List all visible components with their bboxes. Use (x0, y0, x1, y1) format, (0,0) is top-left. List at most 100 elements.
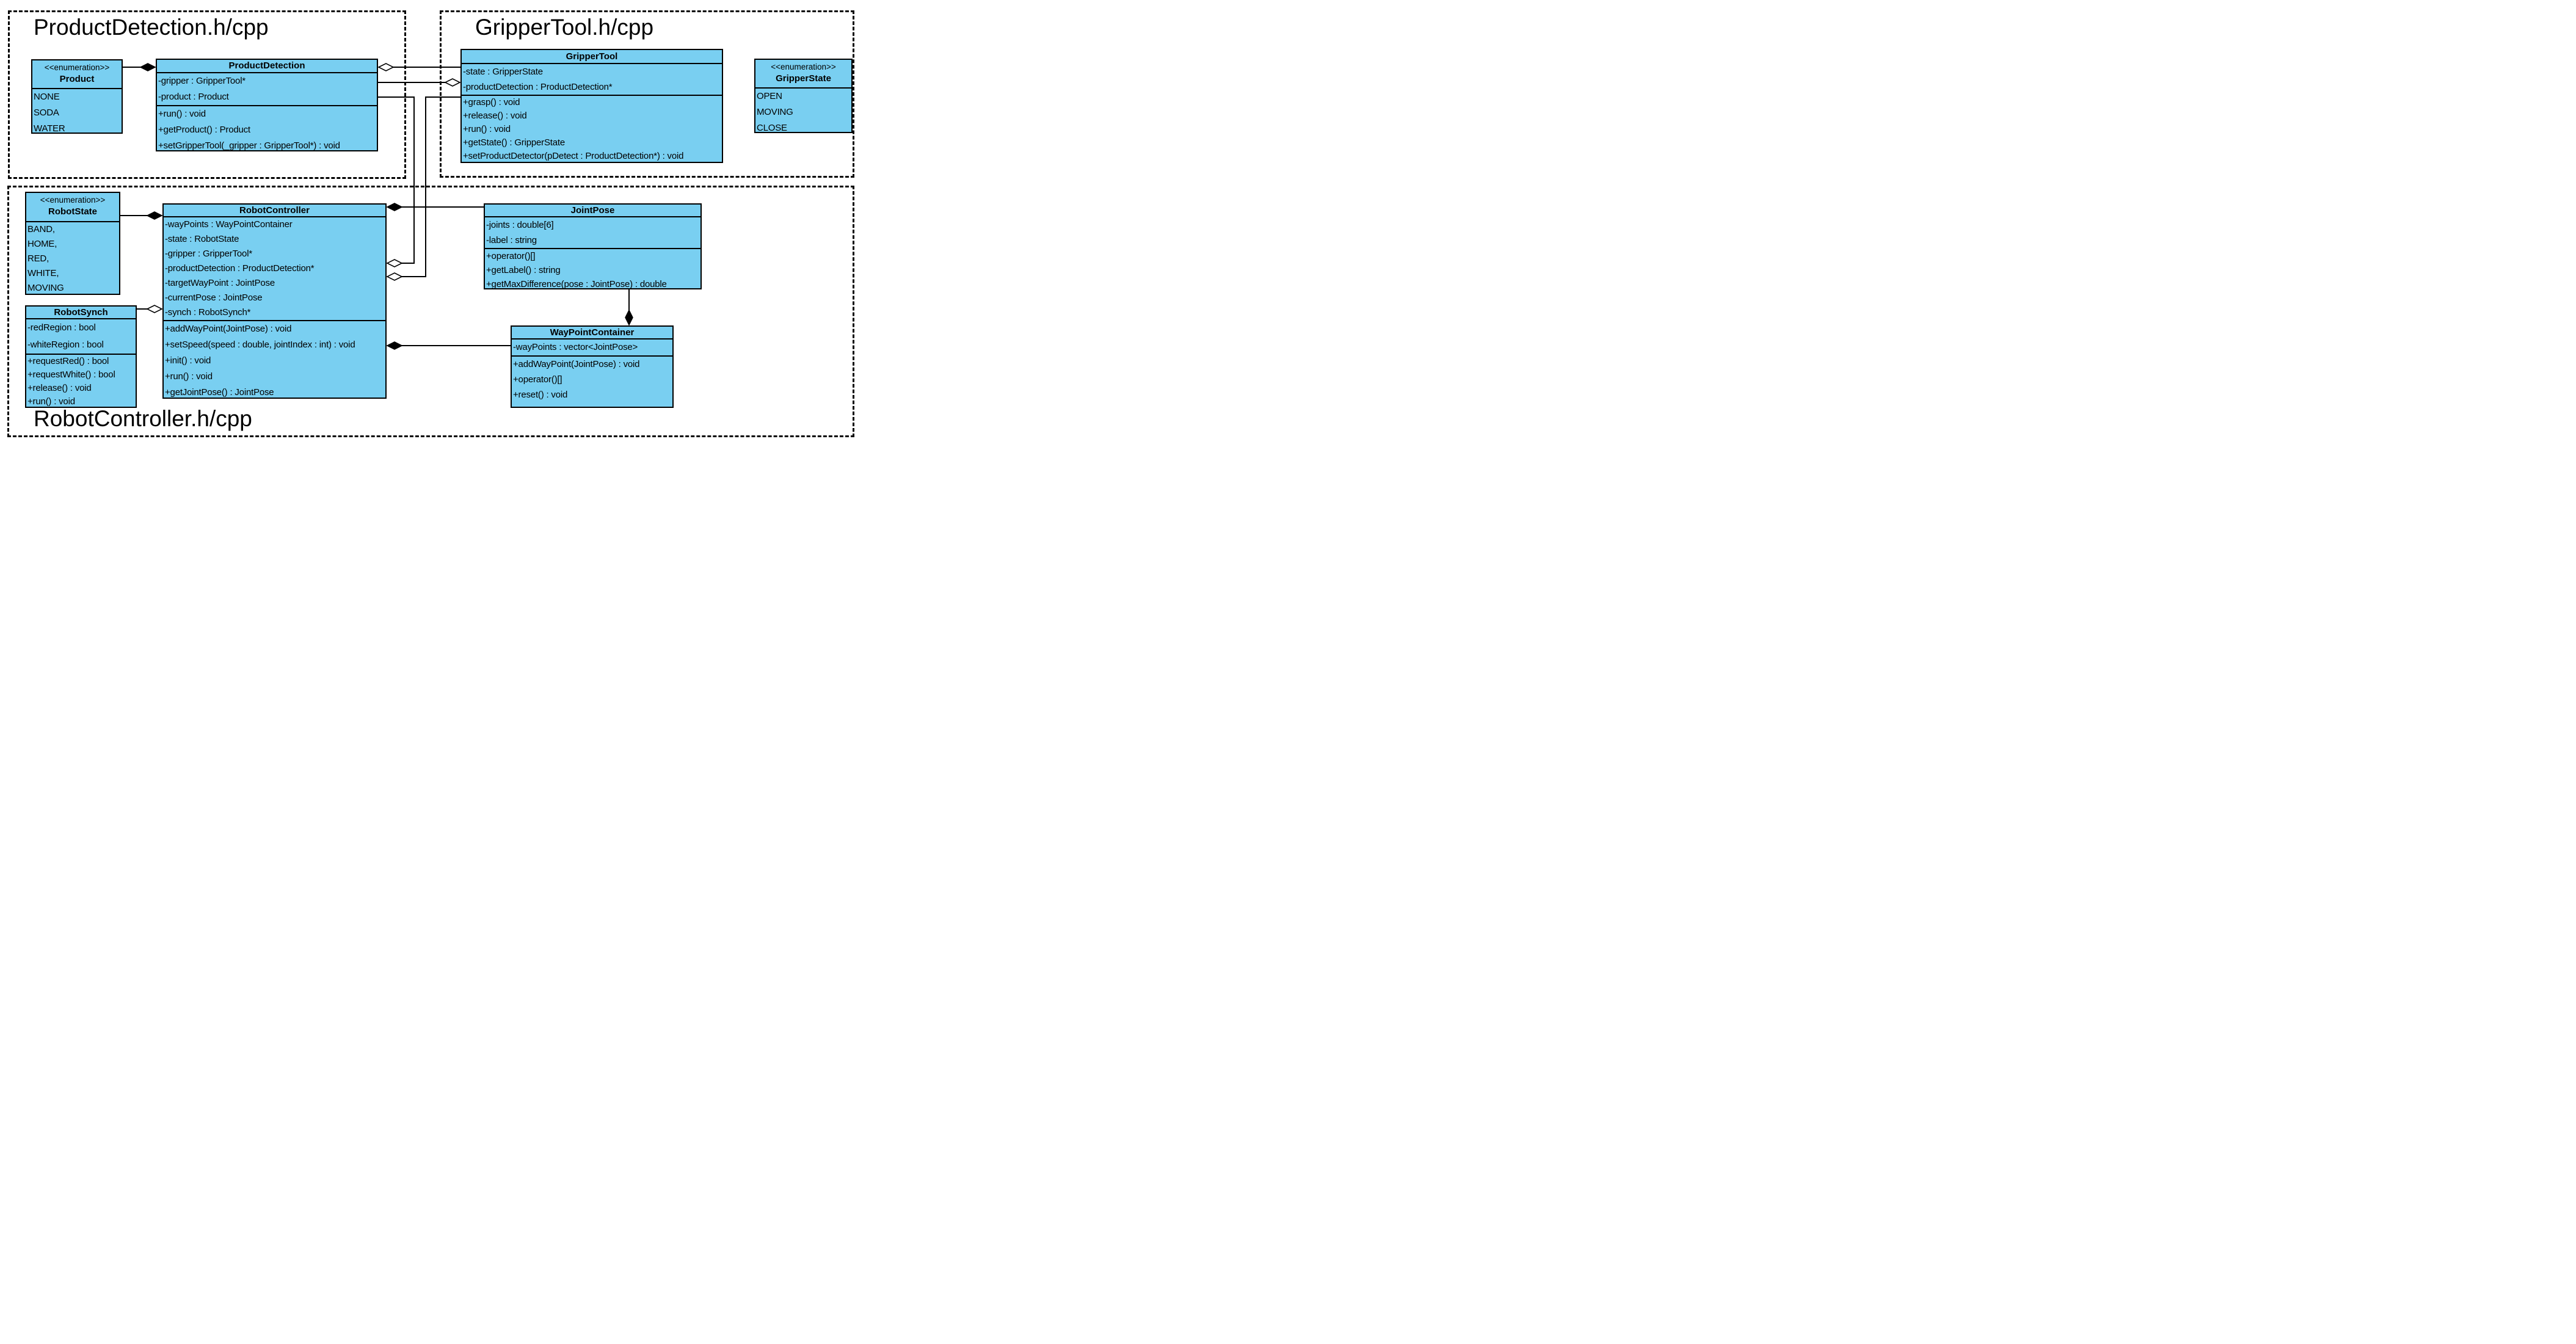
method-row: +getMaxDifference(pose : JointPose) : do… (486, 279, 667, 289)
enum-values: BAND, HOME, RED, WHITE, MOVING (26, 222, 119, 296)
methods-section: +run() : void +getProduct() : Product +s… (157, 106, 377, 154)
enum-value: MOVING (27, 283, 64, 293)
association-line (628, 288, 630, 313)
class-box-waypoint-container: WayPointContainer -wayPoints : vector<Jo… (511, 325, 674, 408)
class-box-product: <<enumeration>> Product NONE SODA WATER (31, 59, 123, 134)
class-name: WayPointContainer (512, 327, 672, 340)
association-line (425, 96, 460, 98)
class-header: <<enumeration>> GripperState (755, 60, 851, 89)
association-line (401, 206, 484, 208)
class-name: RobotSynch (26, 307, 136, 319)
attribute-row: -targetWayPoint : JointPose (165, 278, 275, 288)
enum-value: NONE (34, 92, 60, 102)
attribute-row: -gripper : GripperTool* (165, 249, 252, 259)
stereotype-label: <<enumeration>> (44, 63, 110, 72)
class-box-robot-state: <<enumeration>> RobotState BAND, HOME, R… (25, 192, 120, 295)
attribute-row: -whiteRegion : bool (27, 340, 104, 350)
attribute-row: -product : Product (158, 92, 229, 102)
methods-section: +addWayPoint(JointPose) : void +operator… (512, 357, 672, 402)
class-name: GripperState (776, 73, 831, 84)
class-header: <<enumeration>> Product (32, 60, 122, 89)
method-row: +grasp() : void (463, 97, 520, 107)
attribute-row: -state : RobotState (165, 234, 239, 244)
package-robot-controller (7, 186, 854, 437)
method-row: +run() : void (27, 396, 75, 407)
stereotype-label: <<enumeration>> (40, 195, 106, 205)
attribute-row: -redRegion : bool (27, 322, 96, 333)
enum-value: OPEN (757, 91, 782, 101)
uml-class-diagram: ProductDetection.h/cpp GripperTool.h/cpp… (0, 0, 859, 448)
attribute-row: -productDetection : ProductDetection* (463, 82, 613, 92)
association-line (123, 67, 142, 68)
class-box-gripper-tool: GripperTool -state : GripperState -produ… (460, 49, 723, 163)
method-row: +operator()[] (513, 374, 562, 385)
methods-section: +grasp() : void +release() : void +run()… (462, 96, 722, 163)
attribute-row: -wayPoints : vector<JointPose> (513, 342, 638, 352)
association-line (120, 215, 148, 216)
method-row: +requestWhite() : bool (27, 369, 115, 380)
attributes-section: -state : GripperState -productDetection … (462, 64, 722, 96)
composition-diamond-icon (625, 310, 633, 325)
association-line (137, 308, 148, 310)
association-line (402, 276, 426, 277)
method-row: +init() : void (165, 355, 211, 366)
attribute-row: -joints : double[6] (486, 220, 554, 230)
association-line (401, 345, 511, 346)
method-row: +setSpeed(speed : double, jointIndex : i… (165, 340, 355, 350)
class-name: RobotState (48, 206, 97, 217)
enum-value: RED, (27, 253, 49, 264)
method-row: +addWayPoint(JointPose) : void (513, 359, 640, 369)
composition-diamond-icon (147, 211, 162, 220)
attributes-section: -wayPoints : vector<JointPose> (512, 340, 672, 357)
method-row: +getProduct() : Product (158, 125, 250, 135)
attribute-row: -currentPose : JointPose (165, 292, 263, 303)
class-name: Product (59, 74, 95, 84)
enum-value: SODA (34, 107, 59, 118)
aggregation-diamond-icon (147, 305, 162, 313)
aggregation-diamond-icon (445, 78, 460, 87)
enum-values: NONE SODA WATER (32, 89, 122, 137)
class-box-joint-pose: JointPose -joints : double[6] -label : s… (484, 203, 702, 289)
composition-diamond-icon (140, 63, 156, 71)
class-name: JointPose (485, 205, 700, 217)
enum-value: MOVING (757, 107, 793, 117)
enum-value: WATER (34, 123, 65, 134)
composition-diamond-icon (387, 203, 402, 211)
method-row: +run() : void (165, 371, 213, 382)
association-line (378, 96, 415, 98)
method-row: +setProductDetector(pDetect : ProductDet… (463, 151, 684, 161)
class-name: ProductDetection (157, 60, 377, 73)
enum-value: CLOSE (757, 123, 787, 133)
method-row: +requestRed() : bool (27, 356, 109, 366)
class-box-robot-controller: RobotController -wayPoints : WayPointCon… (162, 203, 387, 399)
composition-diamond-icon (387, 341, 402, 350)
class-header: <<enumeration>> RobotState (26, 193, 119, 222)
package-title-gripper-tool: GripperTool.h/cpp (475, 15, 654, 40)
method-row: +getState() : GripperState (463, 137, 565, 148)
attributes-section: -redRegion : bool -whiteRegion : bool (26, 319, 136, 355)
class-box-product-detection: ProductDetection -gripper : GripperTool*… (156, 59, 378, 151)
association-line (393, 67, 460, 68)
class-box-robot-synch: RobotSynch -redRegion : bool -whiteRegio… (25, 305, 137, 408)
association-line (413, 96, 415, 264)
package-title-product-detection: ProductDetection.h/cpp (34, 15, 269, 40)
association-line (425, 96, 426, 277)
attribute-row: -gripper : GripperTool* (158, 76, 246, 86)
methods-section: +addWayPoint(JointPose) : void +setSpeed… (164, 321, 385, 401)
enum-value: WHITE, (27, 268, 59, 278)
package-gripper-tool (440, 10, 854, 178)
method-row: +release() : void (27, 383, 92, 393)
attribute-row: -productDetection : ProductDetection* (165, 263, 315, 274)
method-row: +addWayPoint(JointPose) : void (165, 324, 292, 334)
enum-value: BAND, (27, 224, 55, 234)
methods-section: +requestRed() : bool +requestWhite() : b… (26, 355, 136, 409)
enum-value: HOME, (27, 239, 57, 249)
package-product-detection (8, 10, 406, 179)
method-row: +run() : void (158, 109, 206, 119)
class-name: RobotController (164, 205, 385, 217)
attribute-row: -state : GripperState (463, 67, 543, 77)
method-row: +setGripperTool(_gripper : GripperTool*)… (158, 140, 340, 151)
class-name: GripperTool (462, 50, 722, 64)
method-row: +getLabel() : string (486, 265, 561, 275)
method-row: +reset() : void (513, 390, 568, 400)
